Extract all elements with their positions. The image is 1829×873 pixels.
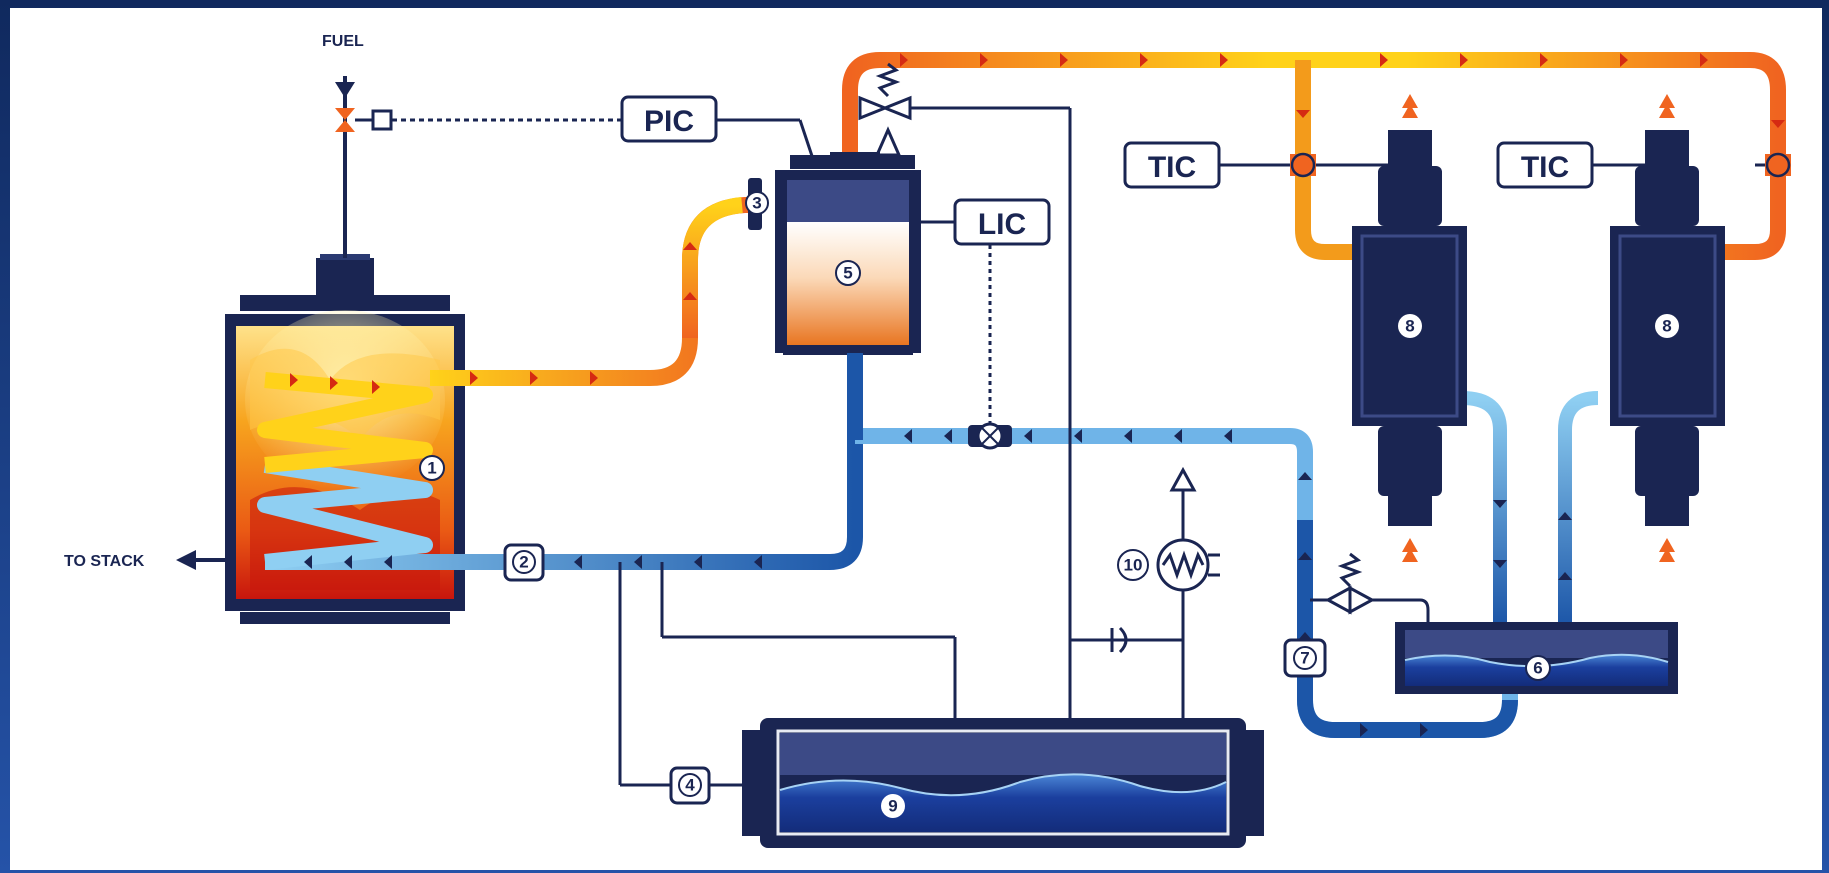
svg-text:10: 10 xyxy=(1124,556,1143,575)
up-arrow-icon xyxy=(1659,94,1675,118)
fuel-actuator-icon xyxy=(371,109,393,131)
tic-label-left: TIC xyxy=(1148,151,1196,184)
marker-8-right: 8 xyxy=(1655,314,1679,338)
check-valve[interactable] xyxy=(1110,626,1128,654)
level-control-valve[interactable] xyxy=(968,422,1012,450)
fuel-valve-icon[interactable] xyxy=(335,108,355,120)
svg-text:4: 4 xyxy=(685,776,695,795)
svg-text:8: 8 xyxy=(1662,317,1671,336)
pic-controller[interactable]: PIC xyxy=(620,95,718,143)
up-arrow-icon xyxy=(1402,538,1418,562)
steam-drum xyxy=(775,152,921,355)
safety-valve-exchanger[interactable] xyxy=(1310,552,1430,625)
svg-text:3: 3 xyxy=(752,194,761,213)
svg-text:9: 9 xyxy=(888,797,897,816)
marker-6: 6 xyxy=(1525,655,1551,681)
tic-controller-left[interactable]: TIC xyxy=(1123,141,1221,189)
svg-text:2: 2 xyxy=(519,553,528,572)
tic-label-right: TIC xyxy=(1521,151,1569,184)
to-stack-label: TO STACK xyxy=(64,553,145,570)
lic-label: LIC xyxy=(978,208,1026,241)
marker-1: 1 xyxy=(419,455,445,481)
condenser-10[interactable] xyxy=(1156,466,1220,592)
marker-3: 3 xyxy=(745,191,769,215)
up-arrow-icon xyxy=(1659,538,1675,562)
marker-4: 4 xyxy=(669,766,711,805)
marker-5: 5 xyxy=(835,260,861,286)
fuel-label: FUEL xyxy=(322,33,364,50)
lic-controller[interactable]: LIC xyxy=(953,198,1051,246)
temp-control-valve-left[interactable] xyxy=(1290,152,1316,178)
stack-outlet xyxy=(176,550,226,570)
svg-text:1: 1 xyxy=(427,459,436,478)
up-arrow-icon xyxy=(1402,94,1418,118)
fuel-line xyxy=(335,76,622,258)
hot-flow-arrows xyxy=(290,53,1785,394)
fuel-arrow-icon xyxy=(335,82,355,98)
marker-8-left: 8 xyxy=(1398,314,1422,338)
svg-text:7: 7 xyxy=(1300,649,1309,668)
flow-arrows xyxy=(304,429,1572,737)
marker-9: 9 xyxy=(881,794,905,818)
hot-pipes xyxy=(257,52,1786,473)
deaerator-9 xyxy=(742,718,1264,848)
safety-valve-drum[interactable] xyxy=(858,62,1072,782)
marker-2: 2 xyxy=(503,543,545,582)
marker-10: 10 xyxy=(1117,549,1149,581)
stack-arrow-icon xyxy=(176,550,196,570)
marker-7: 7 xyxy=(1283,638,1327,678)
heat-exchanger-right xyxy=(1610,94,1725,562)
svg-text:5: 5 xyxy=(843,264,852,283)
temp-control-valve-right[interactable] xyxy=(1765,152,1791,178)
pic-label: PIC xyxy=(644,105,694,138)
tic-controller-right[interactable]: TIC xyxy=(1496,141,1594,189)
svg-text:8: 8 xyxy=(1405,317,1414,336)
svg-text:6: 6 xyxy=(1533,659,1542,678)
